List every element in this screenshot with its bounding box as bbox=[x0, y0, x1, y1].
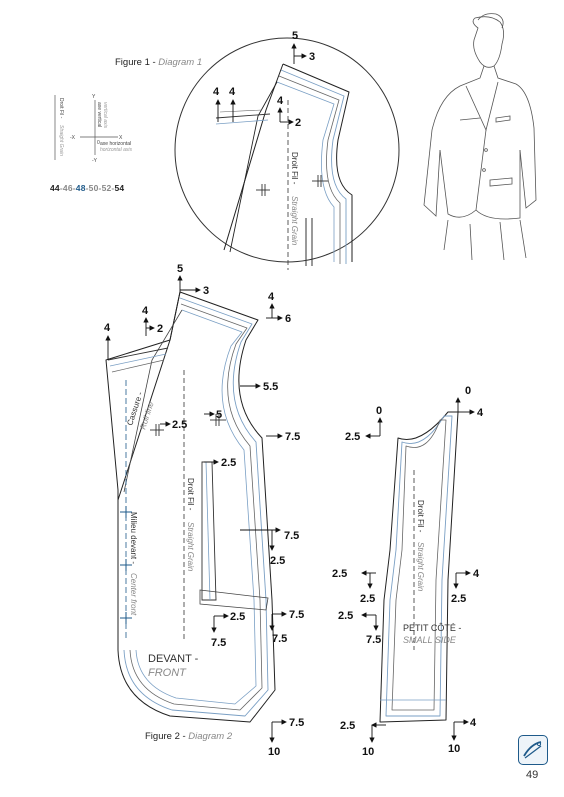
front-value-7-5f: 7.5 bbox=[289, 717, 304, 729]
side-value-10a: 10 bbox=[362, 746, 374, 758]
figure-2-sub: Diagram 2 bbox=[188, 731, 233, 742]
detail-grain-en: Straight Grain bbox=[290, 196, 299, 246]
size-sep-3: - bbox=[85, 183, 89, 193]
detail-grain-fr: Droit Fil - bbox=[290, 152, 299, 185]
side-value-4a: 4 bbox=[477, 407, 484, 419]
size-list: 44-46-48-50-52-54 bbox=[50, 183, 124, 193]
side-value-2-5c: 2.5 bbox=[360, 593, 375, 605]
front-value-7-5c: 7.5 bbox=[289, 609, 304, 621]
side-value-2-5b: 2.5 bbox=[332, 568, 347, 580]
size-sep-2: - bbox=[72, 183, 76, 193]
front-grain-en: Straight Grain bbox=[186, 522, 195, 572]
axis-minus-y: -Y bbox=[92, 158, 98, 164]
front-value-4b: 4 bbox=[142, 305, 149, 317]
front-value-2-5a: 2.5 bbox=[172, 419, 187, 431]
figure-2-title: Figure 2 - Diagram 2 bbox=[145, 731, 232, 742]
axis-plus-x: X bbox=[119, 135, 123, 141]
axis-grain-fr: Droit Fil - bbox=[58, 98, 64, 119]
front-label-en: FRONT bbox=[148, 667, 187, 679]
axis-vertical-en: vertical axis bbox=[102, 102, 108, 129]
front-value-2-5c: 2.5 bbox=[270, 555, 285, 567]
front-value-5-5: 5.5 bbox=[263, 381, 278, 393]
axis-vertical-fr: axe vertical bbox=[96, 102, 102, 127]
side-value-2-5f: 2.5 bbox=[340, 720, 355, 732]
front-value-2-5b: 2.5 bbox=[221, 457, 236, 469]
front-value-7-5b: 7.5 bbox=[284, 530, 299, 542]
side-label-fr: PETIT CÔTÉ - bbox=[403, 623, 461, 633]
detail-circle bbox=[174, 37, 400, 263]
size-sep-5: - bbox=[111, 183, 115, 193]
size-sep-1: - bbox=[59, 183, 63, 193]
figure-2-label: Figure 2 - bbox=[145, 731, 189, 742]
side-value-10b: 10 bbox=[448, 743, 460, 755]
front-value-4a: 4 bbox=[104, 322, 111, 334]
size-46: 46 bbox=[62, 183, 73, 193]
front-value-5b: 5 bbox=[216, 409, 222, 421]
front-piece: 5 3 4 4 2 4 6 5.5 2.5 5 7.5 2.5 7.5 2.5 … bbox=[104, 263, 304, 758]
axis-origin: 0 bbox=[97, 140, 100, 146]
side-value-4b: 4 bbox=[473, 568, 480, 580]
center-front-fr: Milieu devant - bbox=[129, 512, 138, 564]
jacket-illustration bbox=[423, 13, 537, 261]
front-value-3: 3 bbox=[203, 285, 209, 297]
axis-minus-x: -X bbox=[70, 135, 76, 141]
front-value-6: 6 bbox=[285, 313, 291, 325]
side-value-0b: 0 bbox=[376, 405, 382, 417]
front-value-7-5a: 7.5 bbox=[285, 431, 300, 443]
detail-value-4b: 4 bbox=[229, 86, 236, 98]
side-value-0a: 0 bbox=[465, 385, 471, 397]
front-value-4c: 4 bbox=[268, 291, 275, 303]
detail-value-3: 3 bbox=[309, 51, 315, 63]
side-value-2-5e: 2.5 bbox=[338, 610, 353, 622]
front-value-2: 2 bbox=[157, 323, 163, 335]
figure-1-label: Figure 1 - bbox=[115, 57, 159, 68]
side-grain-en: Straight Grain bbox=[416, 542, 425, 592]
front-value-10: 10 bbox=[268, 746, 280, 758]
side-value-7-5: 7.5 bbox=[366, 634, 381, 646]
detail-value-4c: 4 bbox=[277, 95, 284, 107]
side-value-2-5d: 2.5 bbox=[451, 593, 466, 605]
axis-horizontal-fr: axe horizontal bbox=[100, 141, 131, 147]
axis-horizontal-en: horizontal axis bbox=[100, 147, 132, 153]
size-48: 48 bbox=[75, 183, 86, 193]
side-label-en: SMALL SIDE bbox=[403, 635, 457, 645]
size-52: 52 bbox=[101, 183, 112, 193]
size-50: 50 bbox=[88, 183, 99, 193]
size-sep-4: - bbox=[98, 183, 102, 193]
front-label-fr: DEVANT - bbox=[148, 653, 199, 665]
side-grain-fr: Droit Fil - bbox=[416, 500, 425, 533]
detail-value-5: 5 bbox=[292, 30, 298, 42]
small-side-piece: 0 4 0 2.5 2.5 2.5 4 2.5 2.5 7.5 2.5 4 10… bbox=[332, 385, 484, 758]
figure-1-sub: Diagram 1 bbox=[158, 57, 203, 68]
needle-icon bbox=[523, 741, 542, 759]
detail-value-2: 2 bbox=[295, 117, 301, 129]
front-value-7-5e: 7.5 bbox=[272, 633, 287, 645]
side-value-4c: 4 bbox=[470, 717, 477, 729]
page-number: 49 bbox=[526, 769, 539, 781]
detail-value-4a: 4 bbox=[213, 86, 220, 98]
size-54: 54 bbox=[114, 183, 125, 193]
axis-grain-en: Straight Grain bbox=[58, 125, 64, 156]
front-value-7-5d: 7.5 bbox=[211, 637, 226, 649]
publisher-logo bbox=[518, 735, 548, 765]
figure-1-title: Figure 1 - Diagram 1 bbox=[115, 57, 202, 68]
front-value-5: 5 bbox=[177, 263, 183, 275]
front-grain-fr: Droit Fil - bbox=[186, 478, 195, 511]
axis-legend: Droit Fil - Straight Grain axe vertical … bbox=[54, 94, 132, 164]
center-front-en: Center front bbox=[129, 573, 138, 616]
side-value-2-5a: 2.5 bbox=[345, 431, 360, 443]
front-value-2-5d: 2.5 bbox=[230, 611, 245, 623]
axis-plus-y: Y bbox=[92, 94, 96, 100]
figure-1-detail: 5 3 4 4 4 2 Droit Fil - Straight Grain bbox=[174, 30, 400, 270]
size-44: 44 bbox=[50, 183, 60, 193]
